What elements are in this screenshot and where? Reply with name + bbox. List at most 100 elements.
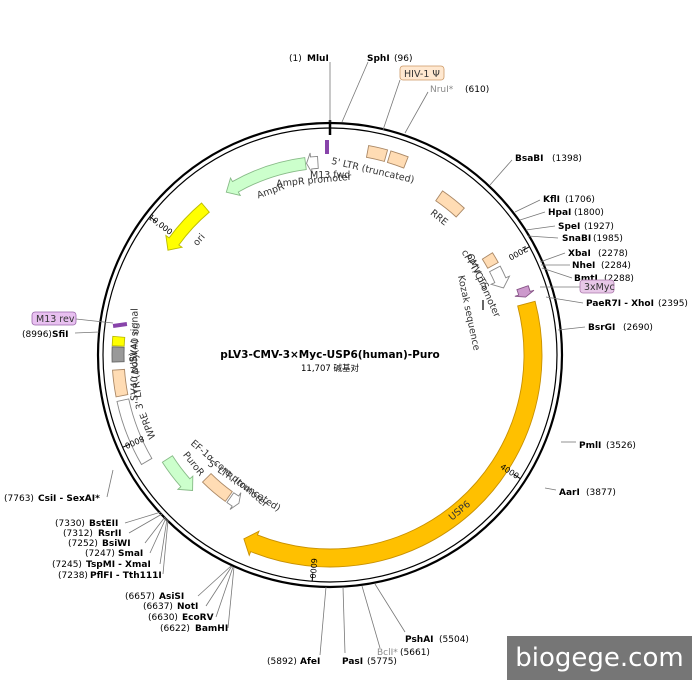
site-pos-nrui: (610) xyxy=(465,85,489,95)
site-lead-smai xyxy=(149,517,167,554)
site-name-bcli: BclI* xyxy=(377,648,398,658)
site-lead-bcli xyxy=(361,585,381,649)
site-name-bsrgi: BsrGI xyxy=(588,323,615,333)
site-name-tth111i: PflFI - Tth111I xyxy=(90,571,162,581)
site-pos-spei: (1927) xyxy=(584,222,614,232)
site-lead-bsabi xyxy=(489,159,513,186)
site-pos-pmli: (3526) xyxy=(606,441,636,451)
m13-rev-marker xyxy=(112,322,128,328)
site-lead-pshai xyxy=(374,583,406,633)
feature-cmv xyxy=(488,265,511,289)
psi-lead xyxy=(382,79,401,131)
site-lead-tth111i xyxy=(162,519,169,575)
site-name-xmai: TspMI - XmaI xyxy=(86,560,151,570)
site-pos-sphi: (96) xyxy=(394,54,412,64)
feature-myc xyxy=(514,285,535,298)
feature-label-sv40-polya: SV40 poly(A) signal xyxy=(129,308,140,401)
site-name-nhei: NheI xyxy=(572,261,595,271)
site-lead-bamhi xyxy=(227,566,235,629)
site-name-pasi: PasI xyxy=(342,657,363,667)
site-name-asisi: AsiSI xyxy=(159,592,184,602)
site-pos-pshai: (5504) xyxy=(439,635,469,645)
site-name-hpai: HpaI xyxy=(548,208,571,218)
site-lead-bsteii xyxy=(124,511,162,524)
site-pos-smai: (7247) xyxy=(85,549,115,559)
site-name-xhoi: PaeR7I - XhoI xyxy=(586,299,654,309)
site-name-noti: NotI xyxy=(177,602,198,612)
site-name-bmti: BmtI xyxy=(574,274,598,284)
feature-cppt xyxy=(481,252,499,269)
site-name-csii: CsiI - SexAI* xyxy=(38,494,100,504)
site-pos-ecorv: (6630) xyxy=(148,613,178,623)
tick-mark-10000 xyxy=(149,216,157,223)
feature-puror xyxy=(161,455,194,491)
tick-mark-4000 xyxy=(513,473,521,480)
site-name-pshai: PshAI xyxy=(405,635,434,645)
feature-ori xyxy=(165,202,210,251)
site-name-kfli: KflI xyxy=(543,195,560,205)
site-name-rsrii: RsrII xyxy=(98,529,121,539)
myc-label: 3xMyc xyxy=(584,282,615,293)
site-lead-kfli xyxy=(514,199,541,213)
site-lead-afei xyxy=(319,586,327,656)
site-pos-bsabi: (1398) xyxy=(552,154,582,164)
site-lead-ecorv xyxy=(215,566,234,618)
myc-box xyxy=(579,279,615,294)
site-pos-xhoi: (2395) xyxy=(658,299,688,309)
site-name-aari: AarI xyxy=(559,488,580,498)
site-pos-bmti: (2288) xyxy=(604,274,634,284)
m13-rev-lead xyxy=(75,318,114,324)
site-pos-xmai: (7245) xyxy=(52,560,82,570)
feature-usp6 xyxy=(243,300,543,568)
site-pos-noti: (6637) xyxy=(143,602,173,612)
psi-label: HIV-1 Ψ xyxy=(404,69,440,80)
feature-label-sv40-ori: SV40 ori xyxy=(129,322,143,363)
site-pos-pasi: (5775) xyxy=(367,657,397,667)
site-pos-mlui: (1) xyxy=(289,54,302,64)
m13-fwd-label: M13 fwd xyxy=(310,170,350,181)
tick-label-2000: 2000 xyxy=(507,244,529,262)
site-name-bsteii: BstEII xyxy=(89,519,118,529)
m13-fwd-marker xyxy=(325,140,329,154)
m13-rev-box xyxy=(31,311,77,326)
feature-label-ampr: AmpR xyxy=(256,181,287,201)
site-pos-bcli: (5661) xyxy=(400,648,430,658)
site-lead-noti xyxy=(205,565,233,607)
site-lead-csii xyxy=(106,469,114,498)
feature-wpre xyxy=(116,398,153,466)
site-name-afei: AfeI xyxy=(300,657,320,667)
site-pos-aari: (3877) xyxy=(586,488,616,498)
site-lead-aari xyxy=(544,487,557,491)
site-name-smai: SmaI xyxy=(118,549,143,559)
site-pos-bsteii: (7330) xyxy=(55,519,85,529)
feature-ltr5 xyxy=(365,145,389,163)
feature-rre xyxy=(435,190,465,218)
site-pos-rsrii: (7312) xyxy=(63,529,93,539)
site-name-ecorv: EcoRV xyxy=(182,613,214,623)
site-lead-bsrgi xyxy=(557,326,586,331)
site-pos-asisi: (6657) xyxy=(125,592,155,602)
site-name-spei: SpeI xyxy=(558,222,580,232)
site-pos-snabi: (1985) xyxy=(593,234,623,244)
site-name-xbai: XbaI xyxy=(568,249,591,259)
site-name-mlui: MluI xyxy=(307,54,329,64)
tick-mark-8000 xyxy=(122,443,131,448)
site-pos-hpai: (1800) xyxy=(574,208,604,218)
site-name-bsabi: BsaBI xyxy=(515,154,544,164)
site-lead-bsiwi xyxy=(144,516,166,544)
feature-sv40-polya xyxy=(111,346,125,363)
site-lead-xmai xyxy=(159,518,168,565)
site-pos-bamhi: (6622) xyxy=(160,624,190,634)
feature-label-rre: RRE xyxy=(428,208,450,229)
plasmid-title: pLV3-CMV-3×Myc-USP6(human)-Puro xyxy=(220,349,439,361)
feature-ampr xyxy=(225,157,307,197)
site-name-sphi: SphI xyxy=(367,54,390,64)
site-name-nrui: NruI* xyxy=(430,85,454,95)
site-lead-snabi xyxy=(527,235,559,239)
site-pos-nhei: (2284) xyxy=(601,261,631,271)
site-lead-bmti xyxy=(541,267,573,279)
site-pos-xbai: (2278) xyxy=(598,249,628,259)
site-lead-hpai xyxy=(519,211,546,221)
site-lead-asisi xyxy=(197,565,232,597)
